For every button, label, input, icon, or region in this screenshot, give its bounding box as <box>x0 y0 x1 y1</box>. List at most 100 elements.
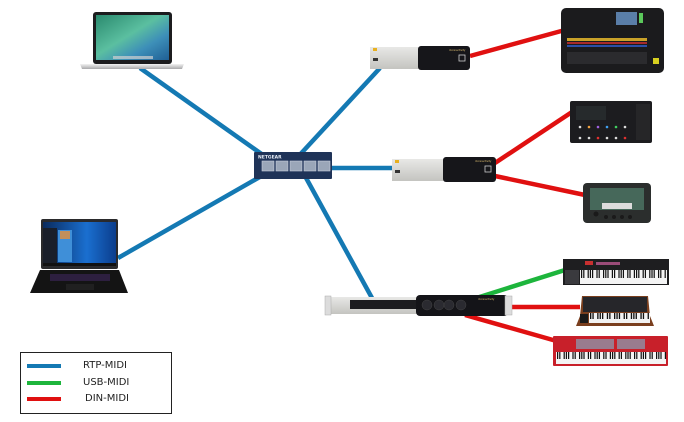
black-key <box>583 352 585 359</box>
black-key <box>563 352 565 359</box>
link-iface-mid-multifx <box>493 110 574 165</box>
black-key <box>587 352 590 359</box>
midi-interface-mid[interactable]: iConnectivity <box>392 157 496 182</box>
black-key <box>651 270 653 278</box>
black-key <box>647 313 649 319</box>
iface-top-black <box>418 46 470 70</box>
switch-port-5[interactable] <box>317 160 331 172</box>
black-key <box>605 270 607 278</box>
link-switch-iface-top <box>293 66 382 162</box>
legend-item-usb-midi: USB-MIDI <box>21 376 171 390</box>
black-key <box>626 313 628 319</box>
link-switch-iface-rack <box>303 174 374 300</box>
legend-swatch-rtp-midi <box>27 364 61 368</box>
windows-tile-photo <box>60 231 70 239</box>
link-iface-mid-amp <box>494 173 586 198</box>
black-key <box>616 313 618 319</box>
black-key <box>572 352 574 359</box>
black-key <box>581 352 583 359</box>
rack-ear-left <box>324 295 332 316</box>
black-key <box>565 352 568 359</box>
black-key <box>653 270 655 278</box>
multifx-footswitches <box>578 125 627 140</box>
iface-mid-logo <box>395 160 399 163</box>
black-key <box>658 352 660 359</box>
black-key <box>598 352 601 359</box>
black-key <box>587 270 589 278</box>
black-key <box>642 313 645 319</box>
switch-port-1[interactable] <box>261 160 275 172</box>
black-key <box>638 270 640 278</box>
macbook-screen <box>96 15 169 60</box>
black-key <box>606 313 609 319</box>
black-key <box>557 352 559 359</box>
black-key <box>614 270 616 278</box>
connection-lines <box>116 27 586 345</box>
multi-effects-processor[interactable] <box>570 101 652 143</box>
black-key <box>589 270 592 278</box>
netgear-switch[interactable]: NETGEAR <box>254 152 332 179</box>
black-key <box>596 352 598 359</box>
rack-knob-4[interactable] <box>455 299 467 311</box>
digital-mixer[interactable] <box>561 8 664 73</box>
black-key <box>644 270 647 278</box>
rack-panel-display <box>350 300 418 309</box>
switch-port-3[interactable] <box>289 160 303 172</box>
iface-top-screen-icon <box>458 54 466 62</box>
iface-mid-silver <box>392 159 452 181</box>
black-key <box>633 313 635 319</box>
macbook-laptop[interactable] <box>80 12 184 69</box>
iface-top-logo <box>373 48 377 51</box>
iface-top-usb-port <box>373 58 378 61</box>
black-key <box>612 352 614 359</box>
switch-port-4[interactable] <box>303 160 317 172</box>
multifx-display <box>576 106 606 120</box>
black-key <box>642 270 644 278</box>
black-key <box>651 352 653 359</box>
windows-start-menu <box>43 228 57 266</box>
black-key <box>664 352 667 359</box>
black-key <box>660 352 662 359</box>
rack-knobs <box>421 299 467 311</box>
mixer-meter <box>639 13 643 23</box>
black-key <box>592 313 594 319</box>
rack-knob-3[interactable] <box>443 299 455 311</box>
black-key <box>579 352 581 359</box>
windows-laptop[interactable] <box>30 219 128 293</box>
piano-panel-1 <box>576 339 614 349</box>
switch-ports <box>261 160 331 172</box>
black-key <box>623 313 625 319</box>
synth-wheels <box>580 314 588 323</box>
amp-profiler[interactable] <box>583 183 651 223</box>
rack-ear-right <box>504 295 513 316</box>
black-key <box>609 352 612 359</box>
black-key <box>581 270 583 278</box>
switch-brand-label: NETGEAR <box>258 155 282 161</box>
black-key <box>614 352 616 359</box>
black-key <box>618 270 620 278</box>
black-key <box>594 352 596 359</box>
iface-mid-usb-port <box>395 170 400 173</box>
black-key <box>622 270 625 278</box>
switch-port-2[interactable] <box>275 160 289 172</box>
black-key <box>614 313 616 319</box>
controller-leds <box>596 262 620 265</box>
black-key <box>574 352 576 359</box>
black-key <box>642 352 645 359</box>
legend-label-usb-midi: USB-MIDI <box>83 377 130 388</box>
black-key <box>660 270 662 278</box>
rack-knob-1[interactable] <box>421 299 433 311</box>
black-key <box>627 270 629 278</box>
black-key <box>599 313 601 319</box>
midi-rack-interface[interactable]: iConnectivity <box>324 295 513 316</box>
black-key <box>635 313 637 319</box>
legend-label-din-midi: DIN-MIDI <box>85 393 129 404</box>
legend-swatch-din-midi <box>27 397 61 401</box>
black-key <box>559 352 561 359</box>
legend-item-rtp-midi: RTP-MIDI <box>21 359 171 373</box>
black-key <box>583 270 585 278</box>
black-key <box>664 270 666 278</box>
midi-interface-top[interactable]: iConnectivity <box>370 46 470 70</box>
black-key <box>618 352 620 359</box>
